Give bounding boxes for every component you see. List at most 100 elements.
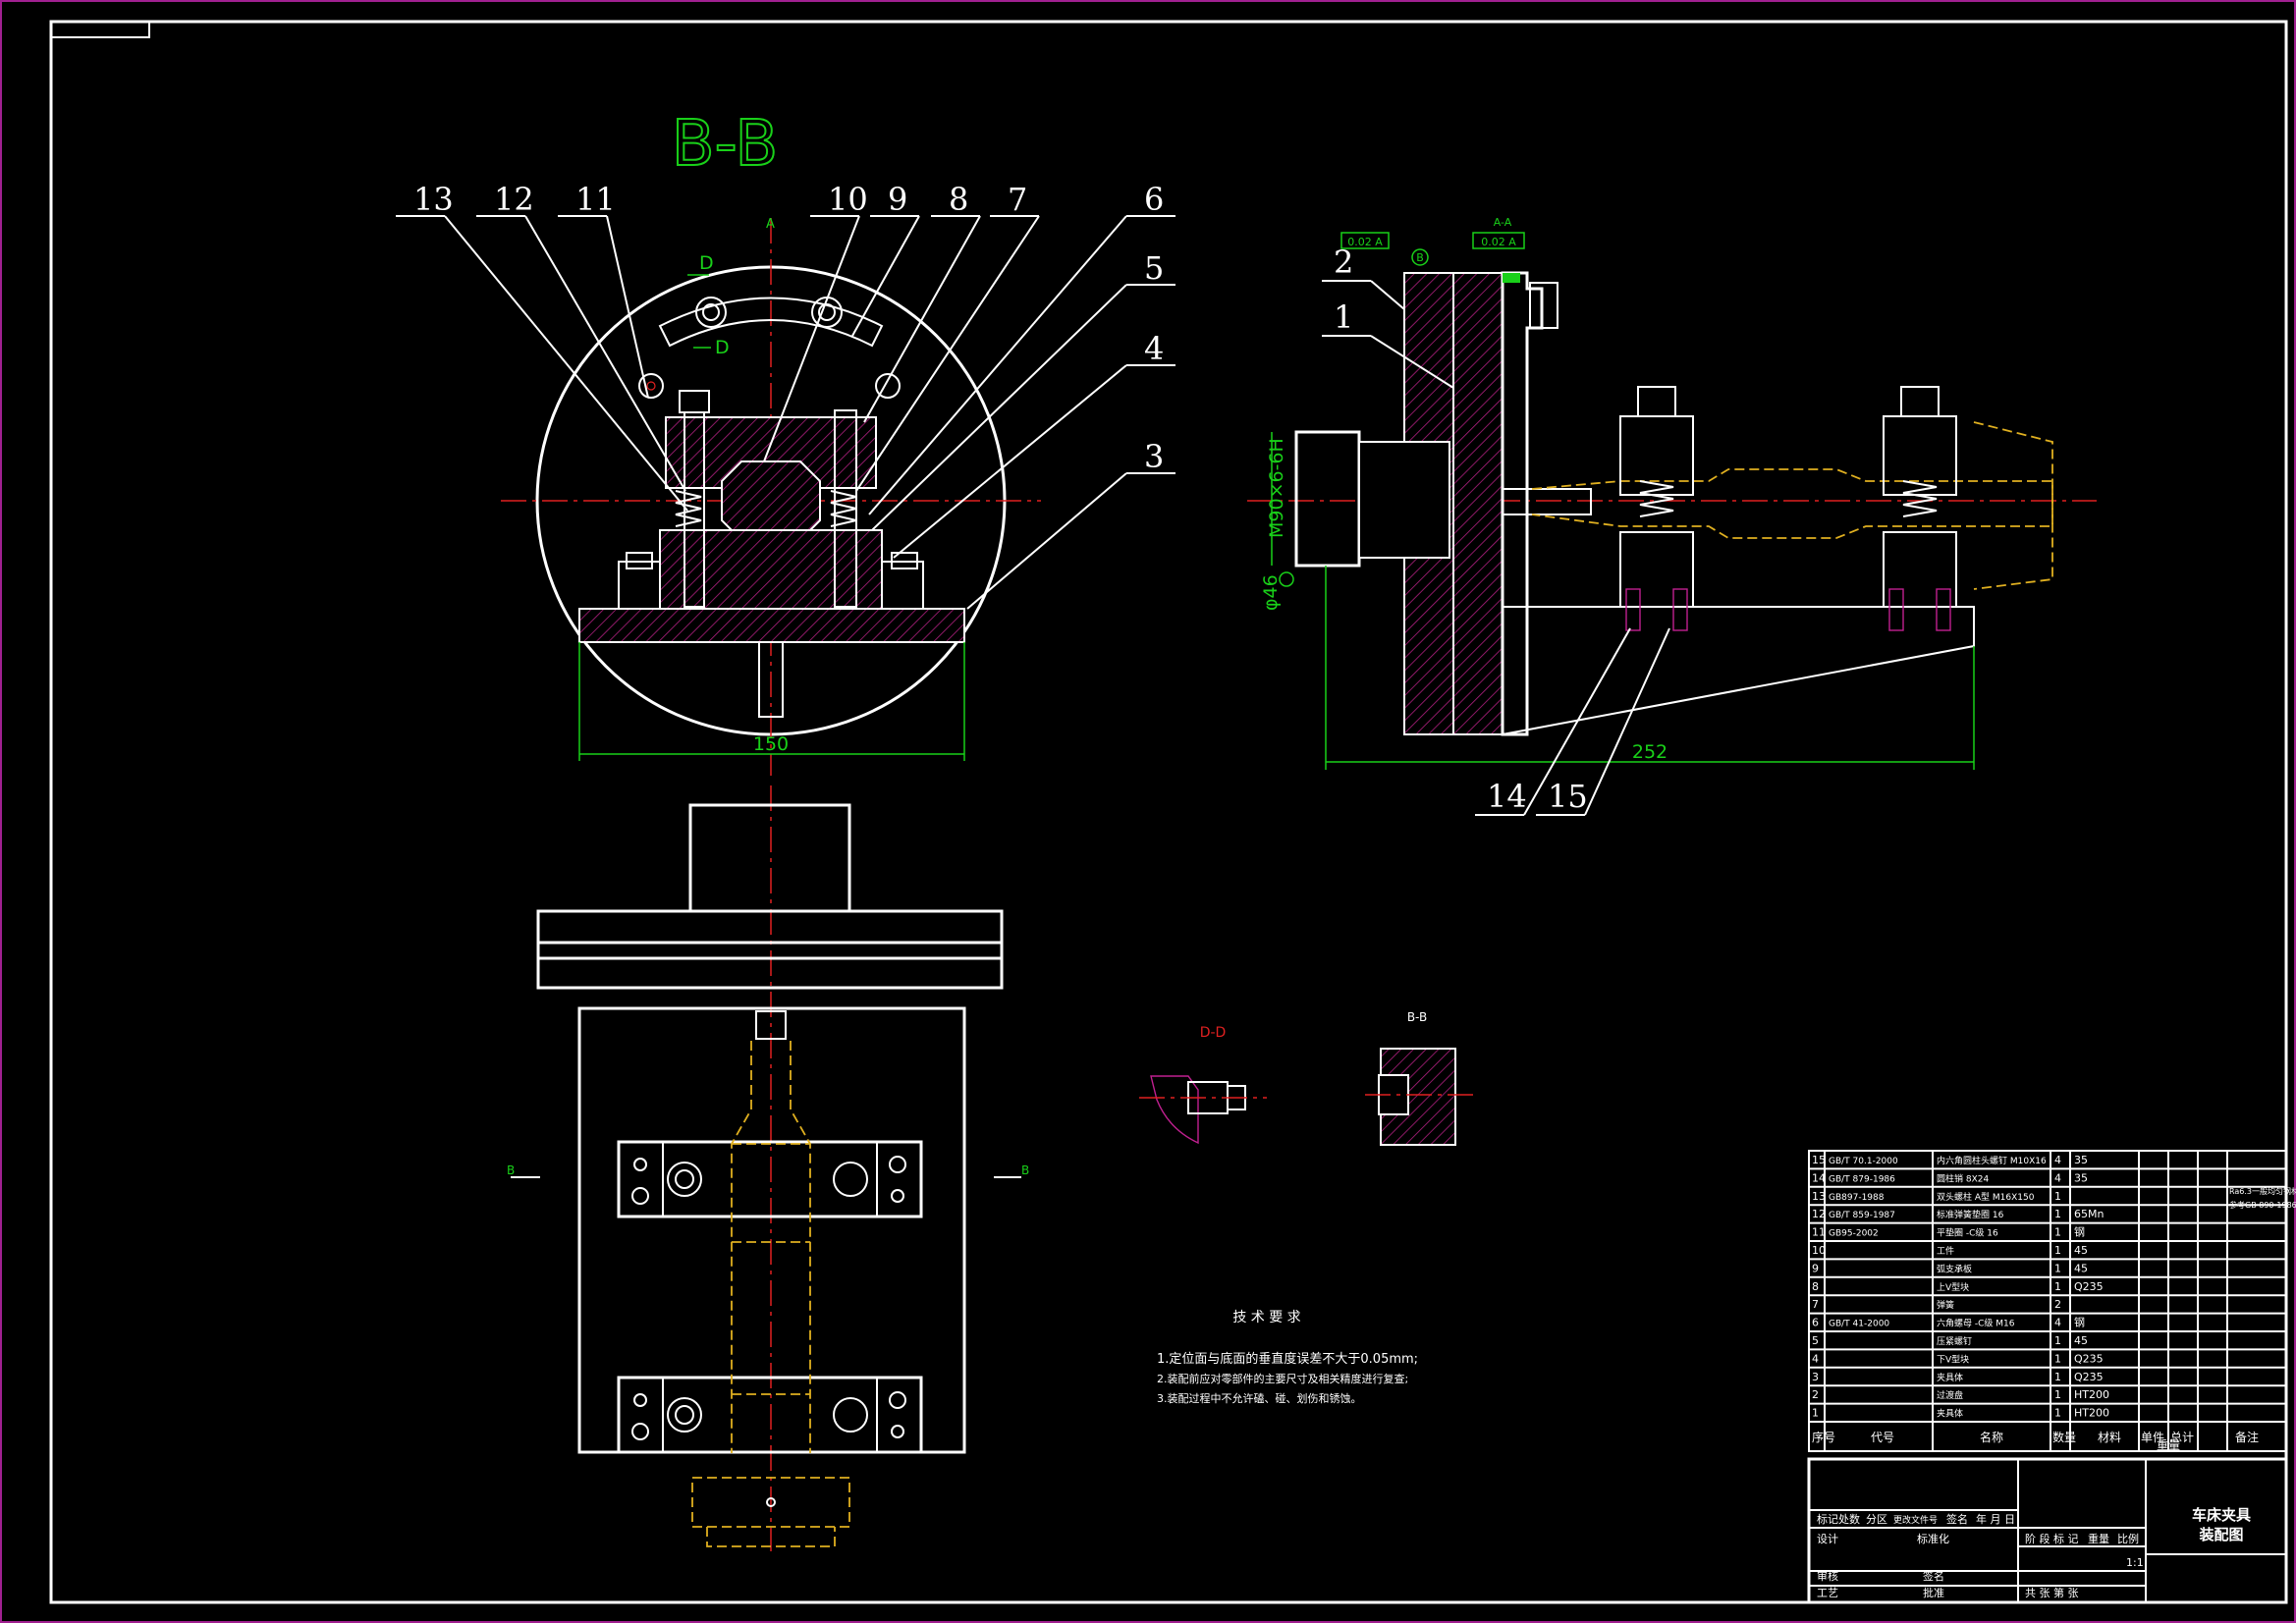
bom-mat: 35 xyxy=(2074,1171,2088,1184)
bom-no: 4 xyxy=(1812,1352,1819,1365)
bom-qty: 1 xyxy=(2054,1388,2061,1401)
balloon-leader xyxy=(763,215,860,462)
rev-col-5: 签名 xyxy=(1946,1512,1968,1526)
bom-no: 9 xyxy=(1812,1262,1819,1274)
tech-line-1: 1.定位面与底面的垂直度误差不大于0.05mm; xyxy=(1157,1351,1418,1367)
bom-code: GB897-1988 xyxy=(1829,1193,1885,1203)
balloon-11: 11 xyxy=(575,181,616,218)
bom-no: 6 xyxy=(1812,1317,1819,1329)
bom-qty: 1 xyxy=(2054,1280,2061,1293)
bom-mat: Q235 xyxy=(2074,1371,2104,1383)
balloon-9: 9 xyxy=(888,181,907,218)
balloon-leader xyxy=(524,215,686,492)
lower-v-block xyxy=(659,529,883,610)
scale-value: 1:1 xyxy=(2126,1556,2144,1569)
balloon-4: 4 xyxy=(1144,330,1164,367)
bom-name: 内六角圆柱头螺钉 M10X16 xyxy=(1937,1155,2047,1166)
balloon-2: 2 xyxy=(1334,243,1353,281)
base-plate xyxy=(578,608,965,643)
thread-label: M90×6-6H xyxy=(1266,438,1287,538)
arc-support-plate xyxy=(658,297,884,348)
bom-no: 13 xyxy=(1812,1190,1826,1203)
balloon-1: 1 xyxy=(1334,298,1353,336)
bom-qty: 1 xyxy=(2054,1262,2061,1274)
bom-no: 5 xyxy=(1812,1334,1819,1347)
bom-header-cell: 单件 xyxy=(2141,1431,2164,1444)
technical-requirements: 技 术 要 求 1.定位面与底面的垂直度误差不大于0.05mm; 2.装配前应对… xyxy=(1157,1310,1418,1405)
balloon-leader xyxy=(1584,627,1670,816)
mark-a-top: A xyxy=(766,217,775,232)
bom-qty: 1 xyxy=(2054,1371,2061,1383)
bom-name: 双头螺柱 A型 M16X150 xyxy=(1937,1191,2035,1203)
dim-252: 252 xyxy=(1632,741,1667,763)
balloon-3: 3 xyxy=(1144,438,1164,475)
bom-qty: 1 xyxy=(2054,1244,2061,1257)
section-title: B-B xyxy=(672,108,779,181)
side-view: M90×6-6H φ46 252 0.02 A 0.02 A A-A B xyxy=(1247,216,2097,770)
right-spring xyxy=(830,490,857,527)
role-review: 审核 xyxy=(1817,1569,1838,1583)
bom-header-cell: 代号 xyxy=(1871,1431,1894,1444)
rev-col-3: 分区 xyxy=(1866,1513,1887,1526)
balloon-leader xyxy=(1523,627,1631,816)
balloon-leader xyxy=(444,215,688,512)
bom-qty: 4 xyxy=(2054,1317,2061,1329)
bom-name: 压紧螺钉 xyxy=(1937,1336,1972,1347)
bom-header-cell: 重量 xyxy=(2157,1438,2180,1452)
tolerance-2: 0.02 A xyxy=(1481,236,1516,248)
bom-note-1: Ra6.3一般均匀钢材 xyxy=(2229,1186,2296,1196)
tech-line-3: 3.装配过程中不允许磕、碰、划伤和锈蚀。 xyxy=(1157,1391,1362,1405)
bom-header-cell: 备注 xyxy=(2235,1430,2259,1444)
bom-name: 六角螺母 -C级 M16 xyxy=(1937,1318,2015,1329)
bom-qty: 1 xyxy=(2054,1208,2061,1220)
mark-d2: D xyxy=(715,337,730,358)
balloon-leader xyxy=(855,215,1040,492)
bom-mat: HT200 xyxy=(2074,1388,2109,1401)
bom-header-cell: 序号 xyxy=(1812,1430,1835,1444)
bom-code: GB/T 70.1-2000 xyxy=(1829,1157,1898,1166)
bom-name: 平垫圈 -C级 16 xyxy=(1937,1227,1998,1239)
bom-mat: 45 xyxy=(2074,1244,2088,1257)
section-bb-view: B-B 150 D D A xyxy=(501,107,1041,776)
balloon-leader xyxy=(1370,280,1405,310)
bom-name: 下V型块 xyxy=(1937,1353,1969,1365)
role-sign: 签名 xyxy=(1923,1569,1944,1583)
mark-d1: D xyxy=(699,252,714,274)
role-approve: 批准 xyxy=(1923,1586,1944,1599)
rev-col-6: 年 月 日 xyxy=(1976,1512,2015,1526)
balloon-6: 6 xyxy=(1144,181,1164,218)
bom-mat: HT200 xyxy=(2074,1407,2109,1420)
bom-no: 12 xyxy=(1812,1208,1826,1220)
balloon-14: 14 xyxy=(1487,778,1527,815)
role-standard: 标准化 xyxy=(1917,1532,1949,1545)
sheet-info: 共 张 第 张 xyxy=(2025,1586,2079,1599)
mark-b-left: B xyxy=(507,1163,515,1177)
bom-header-cell: 名称 xyxy=(1980,1430,2003,1444)
role-design: 设计 xyxy=(1817,1533,1838,1545)
bom-code: GB/T 879-1986 xyxy=(1829,1174,1895,1184)
bom-qty: 4 xyxy=(2054,1154,2061,1166)
balloon-leader xyxy=(1370,335,1454,389)
dim-150: 150 xyxy=(753,733,789,755)
bom-mat: 钢 xyxy=(2074,1317,2085,1329)
tech-line-2: 2.装配前应对零部件的主要尺寸及相关精度进行复查; xyxy=(1157,1372,1408,1385)
bom-no: 14 xyxy=(1812,1171,1826,1184)
bom-name: 夹具体 xyxy=(1937,1372,1963,1383)
mark-b-right: B xyxy=(1021,1163,1029,1177)
balloon-13: 13 xyxy=(413,181,454,218)
balloon-15: 15 xyxy=(1548,778,1588,815)
bom-qty: 2 xyxy=(2054,1298,2061,1311)
bom-mat: 65Mn xyxy=(2074,1208,2104,1220)
tolerance-1: 0.02 A xyxy=(1347,236,1383,248)
bom-no: 1 xyxy=(1812,1407,1819,1420)
